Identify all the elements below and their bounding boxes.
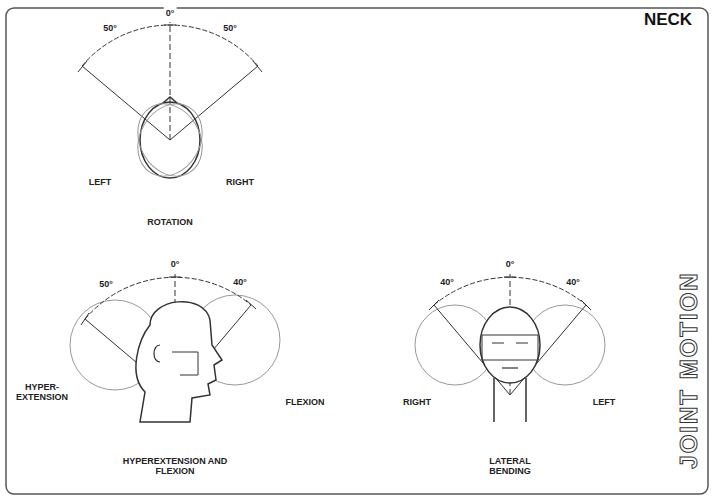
figure-caption: HYPEREXTENSION AND FLEXION (108, 455, 242, 478)
frame-border (6, 8, 708, 494)
degree-label: 0° (169, 258, 182, 270)
direction-label: LEFT (591, 396, 618, 408)
direction-label: RIGHT (224, 176, 256, 188)
degree-label: 0° (164, 7, 177, 19)
degree-label: 40° (438, 276, 456, 288)
side-tab-title: JOINT MOTION (675, 271, 703, 468)
degree-label: 40° (231, 276, 249, 288)
direction-label: HYPER-EXTENSION (8, 381, 76, 404)
rotation-figure (78, 22, 262, 188)
degree-label: 50° (101, 22, 119, 34)
flexion-figure (70, 274, 280, 422)
direction-label: LEFT (87, 176, 114, 188)
degree-label: 0° (504, 258, 517, 270)
page-title: NECK (641, 10, 695, 30)
direction-label: RIGHT (401, 396, 433, 408)
degree-label: 40° (564, 276, 582, 288)
degree-label: 50° (97, 278, 115, 290)
lateral-bending-figure (415, 274, 605, 422)
direction-label: FLEXION (283, 396, 326, 408)
figure-caption: LATERAL BENDING (468, 455, 552, 478)
degree-label: 50° (221, 22, 239, 34)
figure-caption: ROTATION (145, 216, 195, 228)
